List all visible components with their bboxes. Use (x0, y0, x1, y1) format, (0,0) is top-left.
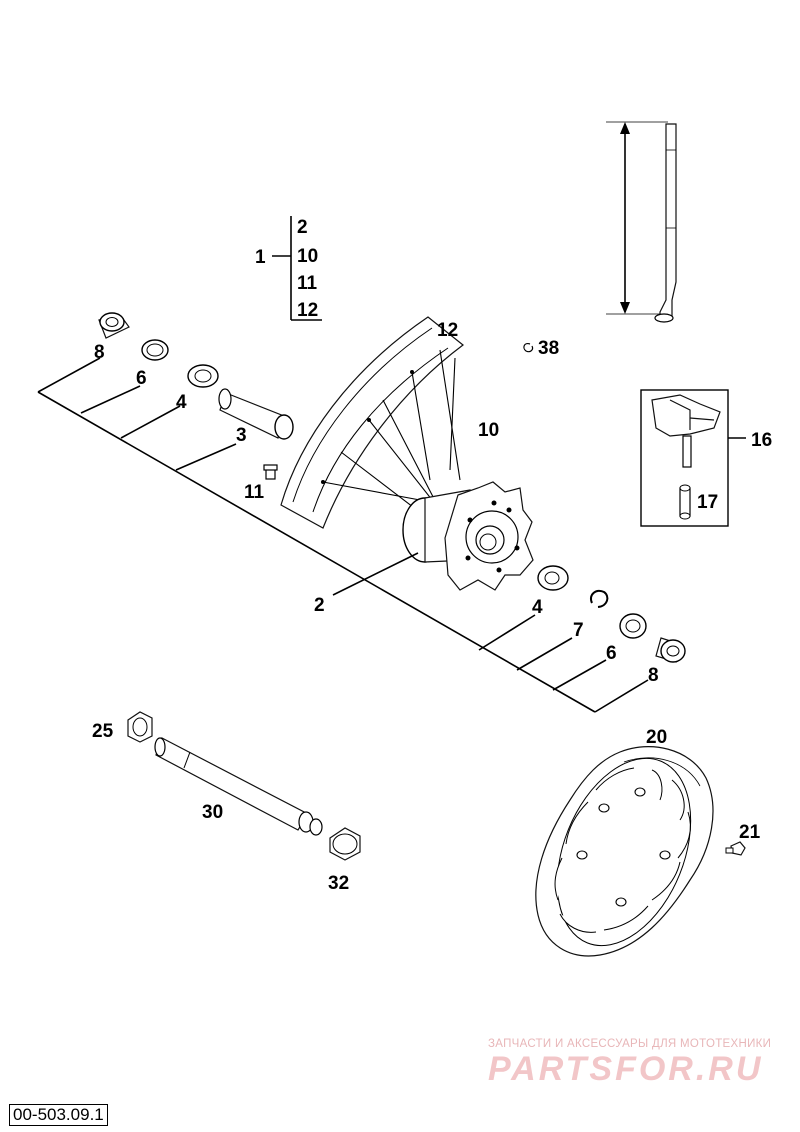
axle-nut-25 (127, 711, 153, 743)
bearing-4-top (187, 364, 219, 388)
callout-4-bottom: 4 (532, 597, 543, 618)
axis-leader-upper (37, 357, 596, 713)
seal-6-top (141, 339, 169, 361)
balance-weight-38 (523, 343, 534, 353)
callout-8-bottom: 8 (648, 665, 659, 686)
circlip-7 (590, 589, 609, 608)
spoke-length-gauge (606, 121, 677, 323)
callout-6-bottom: 6 (606, 643, 617, 664)
callout-38: 38 (538, 338, 559, 359)
callout-1-item-2: 2 (297, 217, 308, 238)
callout-6-top: 6 (136, 368, 147, 389)
callout-21: 21 (739, 822, 761, 843)
callout-11: 11 (244, 482, 265, 503)
spacer-8-top (98, 312, 130, 339)
spacer-8-bottom (655, 637, 686, 663)
spacer-tube-3 (218, 388, 294, 440)
seal-6-bottom (619, 613, 647, 639)
axis-leader-lower (478, 614, 649, 713)
spoke-nipple-11 (263, 464, 278, 480)
axle-30 (154, 737, 323, 836)
callout-32: 32 (328, 873, 349, 894)
diagram-reference-number: 00-503.09.1 (9, 1104, 108, 1126)
callout-8-top: 8 (94, 342, 105, 363)
callout-25: 25 (92, 721, 114, 742)
callout-1-item-12: 12 (297, 300, 318, 321)
callout-16: 16 (751, 430, 772, 451)
kit-1-bracket: 1 2 10 11 12 (255, 216, 322, 321)
callout-7: 7 (573, 620, 584, 641)
watermark-tagline: ЗАПЧАСТИ И АКСЕССУАРЫ ДЛЯ МОТОТЕХНИКИ (488, 1038, 772, 1050)
bearing-4-bottom (537, 565, 569, 591)
rim-12 (280, 316, 464, 529)
axle-nut-32 (329, 827, 361, 861)
leader-2 (332, 552, 419, 596)
callout-2: 2 (314, 595, 325, 616)
callout-30: 30 (202, 802, 223, 823)
brake-disc-20 (535, 746, 714, 957)
callout-10: 10 (478, 420, 499, 441)
disc-bolt-21 (725, 841, 746, 856)
callout-4-top: 4 (176, 392, 187, 413)
callout-1-item-10: 10 (297, 246, 318, 267)
hub-2 (402, 481, 534, 591)
valve-kit-16 (640, 389, 746, 527)
callout-1: 1 (255, 247, 266, 268)
callout-17: 17 (697, 492, 718, 513)
callout-12: 12 (437, 320, 458, 341)
callout-1-item-11: 11 (297, 273, 318, 294)
callout-20: 20 (646, 727, 667, 748)
watermark-brand: PARTSFOR.RU (488, 1050, 764, 1088)
callout-3: 3 (236, 425, 247, 446)
